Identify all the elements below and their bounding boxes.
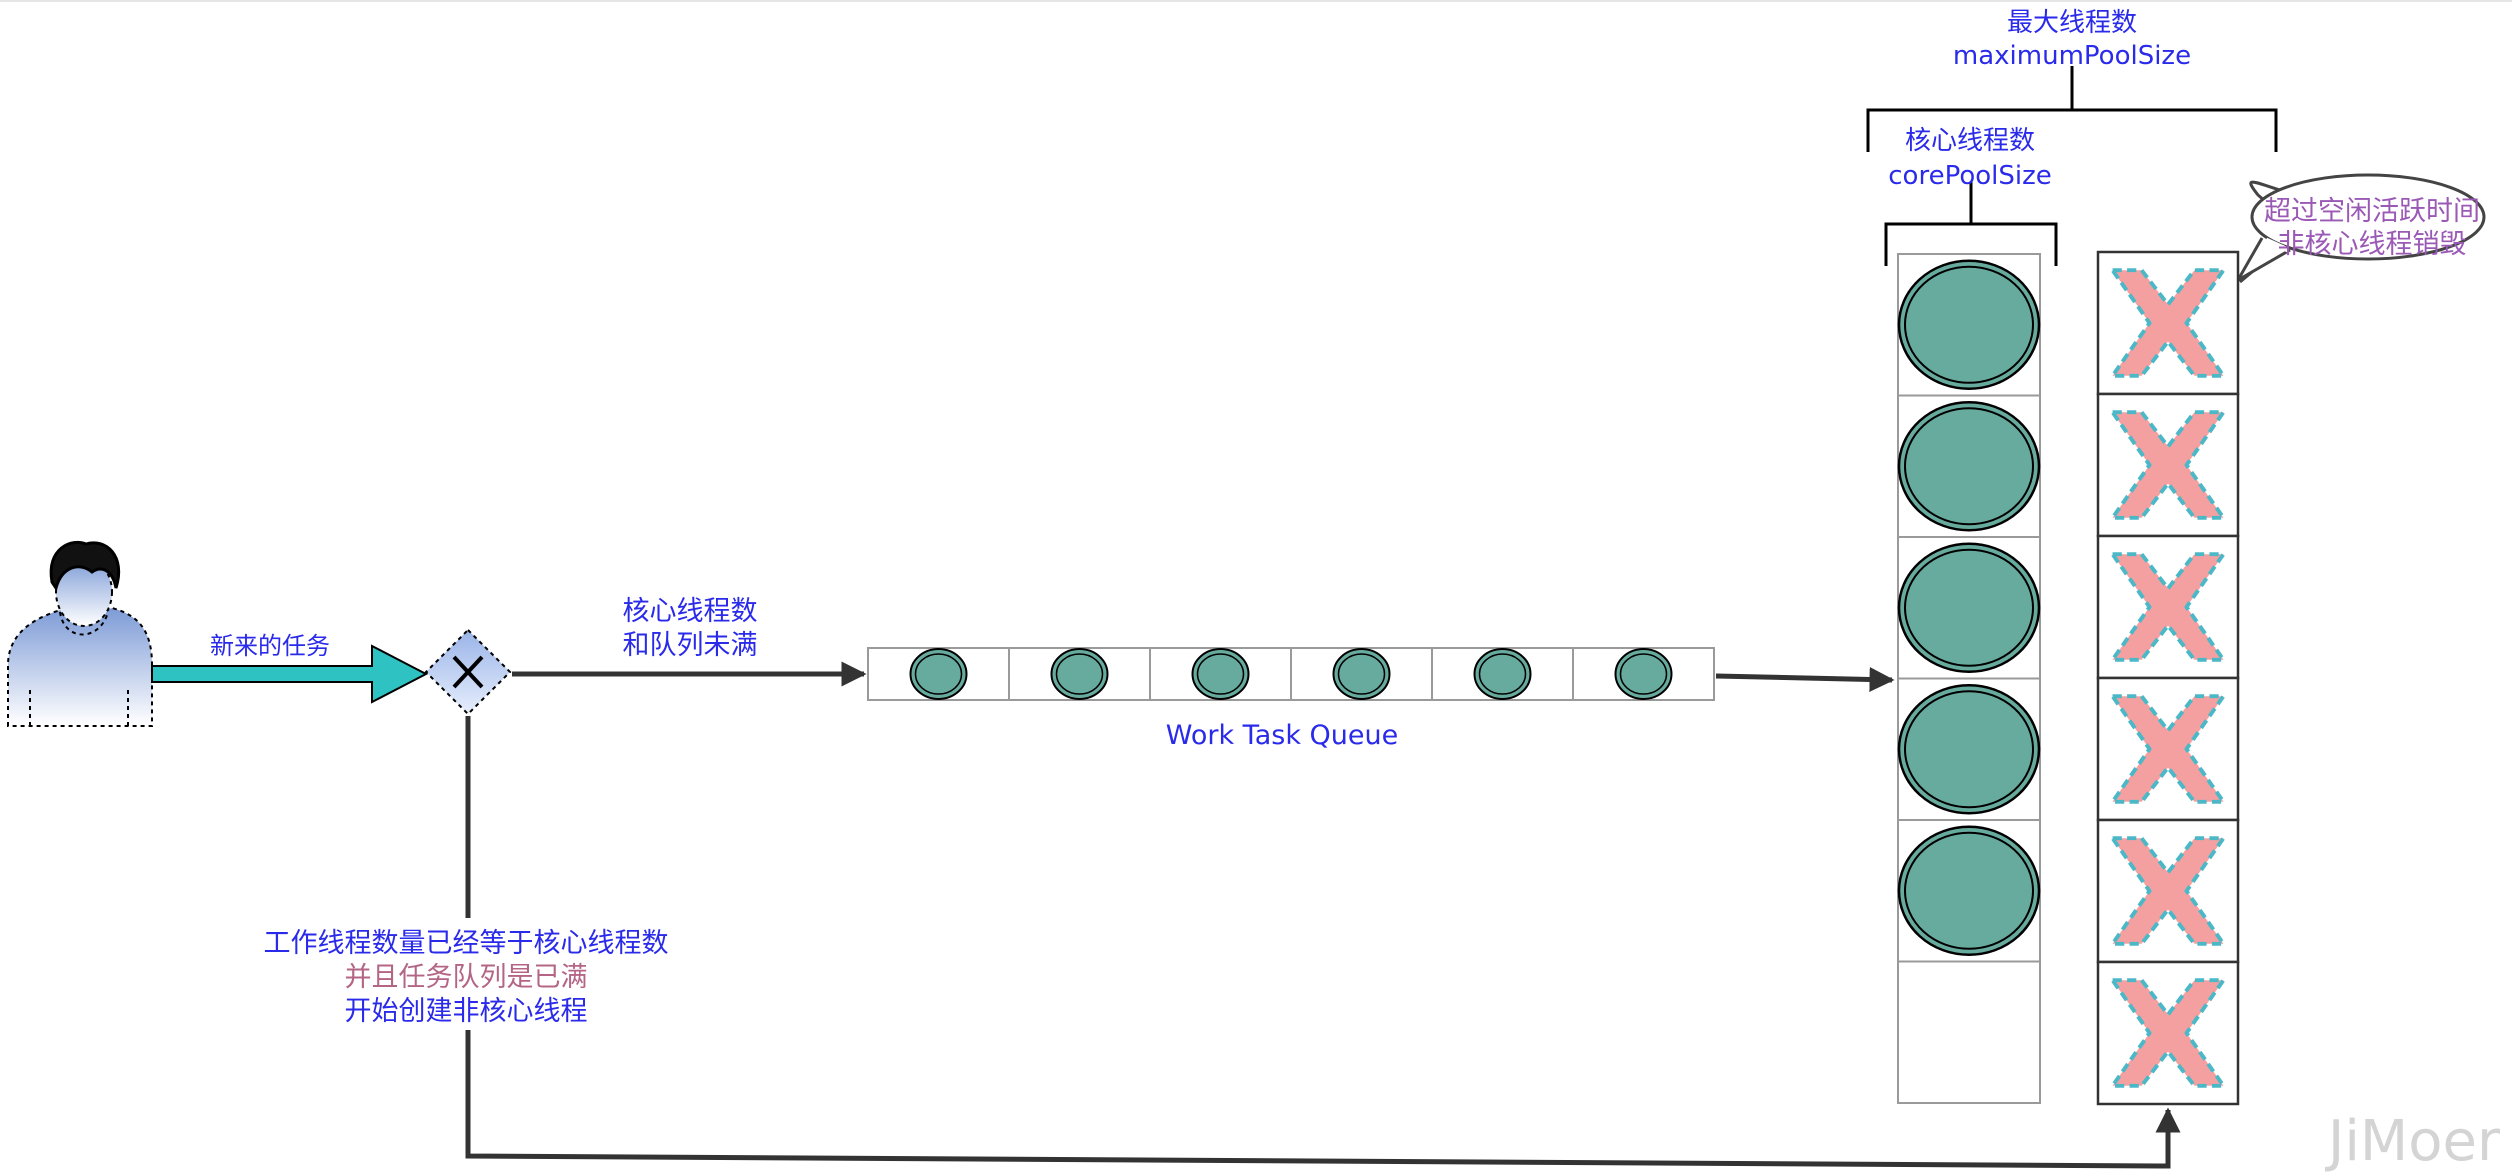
exclusive-gateway-icon xyxy=(424,628,512,716)
queued-task-icon xyxy=(909,648,968,700)
core-pool-bracket xyxy=(1884,182,2058,266)
queue-condition-line1: 核心线程数 xyxy=(623,596,758,627)
full-condition-line2: 并且任务队列是已满 xyxy=(345,962,588,993)
to-core-pool-arrow xyxy=(1715,666,1895,692)
queue-condition-line2: 和队列未满 xyxy=(623,630,758,661)
full-condition-line3: 开始创建非核心线程 xyxy=(345,996,588,1027)
work-task-queue xyxy=(867,647,1715,701)
core-thread-icon xyxy=(1897,684,2041,815)
new-task-arrow xyxy=(151,644,429,704)
max-pool-label-line2: maximumPoolSize xyxy=(1953,41,2191,71)
core-pool-label-line1: 核心线程数 xyxy=(1905,126,2035,156)
new-task-label: 新来的任务 xyxy=(210,632,330,660)
callout-bubble xyxy=(2250,173,2486,261)
core-thread-icon xyxy=(1897,259,2041,390)
max-pool-label-line1: 最大线程数 xyxy=(2007,8,2137,38)
core-pool-label-line2: corePoolSize xyxy=(1888,161,2051,191)
queued-task-icon xyxy=(1050,648,1109,700)
condition-label-bg xyxy=(236,918,686,1030)
idle-destroy-line2: 非核心线程销毁 xyxy=(2278,229,2467,260)
queued-task-icon xyxy=(1614,648,1673,700)
idle-destroy-line1: 超过空闲活跃时间 xyxy=(2264,196,2480,227)
core-thread-pool xyxy=(1897,253,2041,1104)
non-core-thread-pool xyxy=(2096,250,2240,1106)
full-condition-line1: 工作线程数量已经等于核心线程数 xyxy=(264,928,669,959)
work-task-queue-label: Work Task Queue xyxy=(1166,720,1399,751)
core-pool-slot xyxy=(1897,960,2041,1104)
max-pool-bracket xyxy=(1866,66,2278,152)
queued-task-icon xyxy=(1191,648,1250,700)
user-icon xyxy=(7,540,153,727)
watermark: JiMoer xyxy=(2325,1109,2501,1174)
queued-task-icon xyxy=(1473,648,1532,700)
core-thread-icon xyxy=(1897,825,2041,956)
core-thread-icon xyxy=(1897,542,2041,673)
idle-destroy-callout xyxy=(2236,173,2486,284)
core-thread-icon xyxy=(1897,401,2041,532)
queued-task-icon xyxy=(1332,648,1391,700)
